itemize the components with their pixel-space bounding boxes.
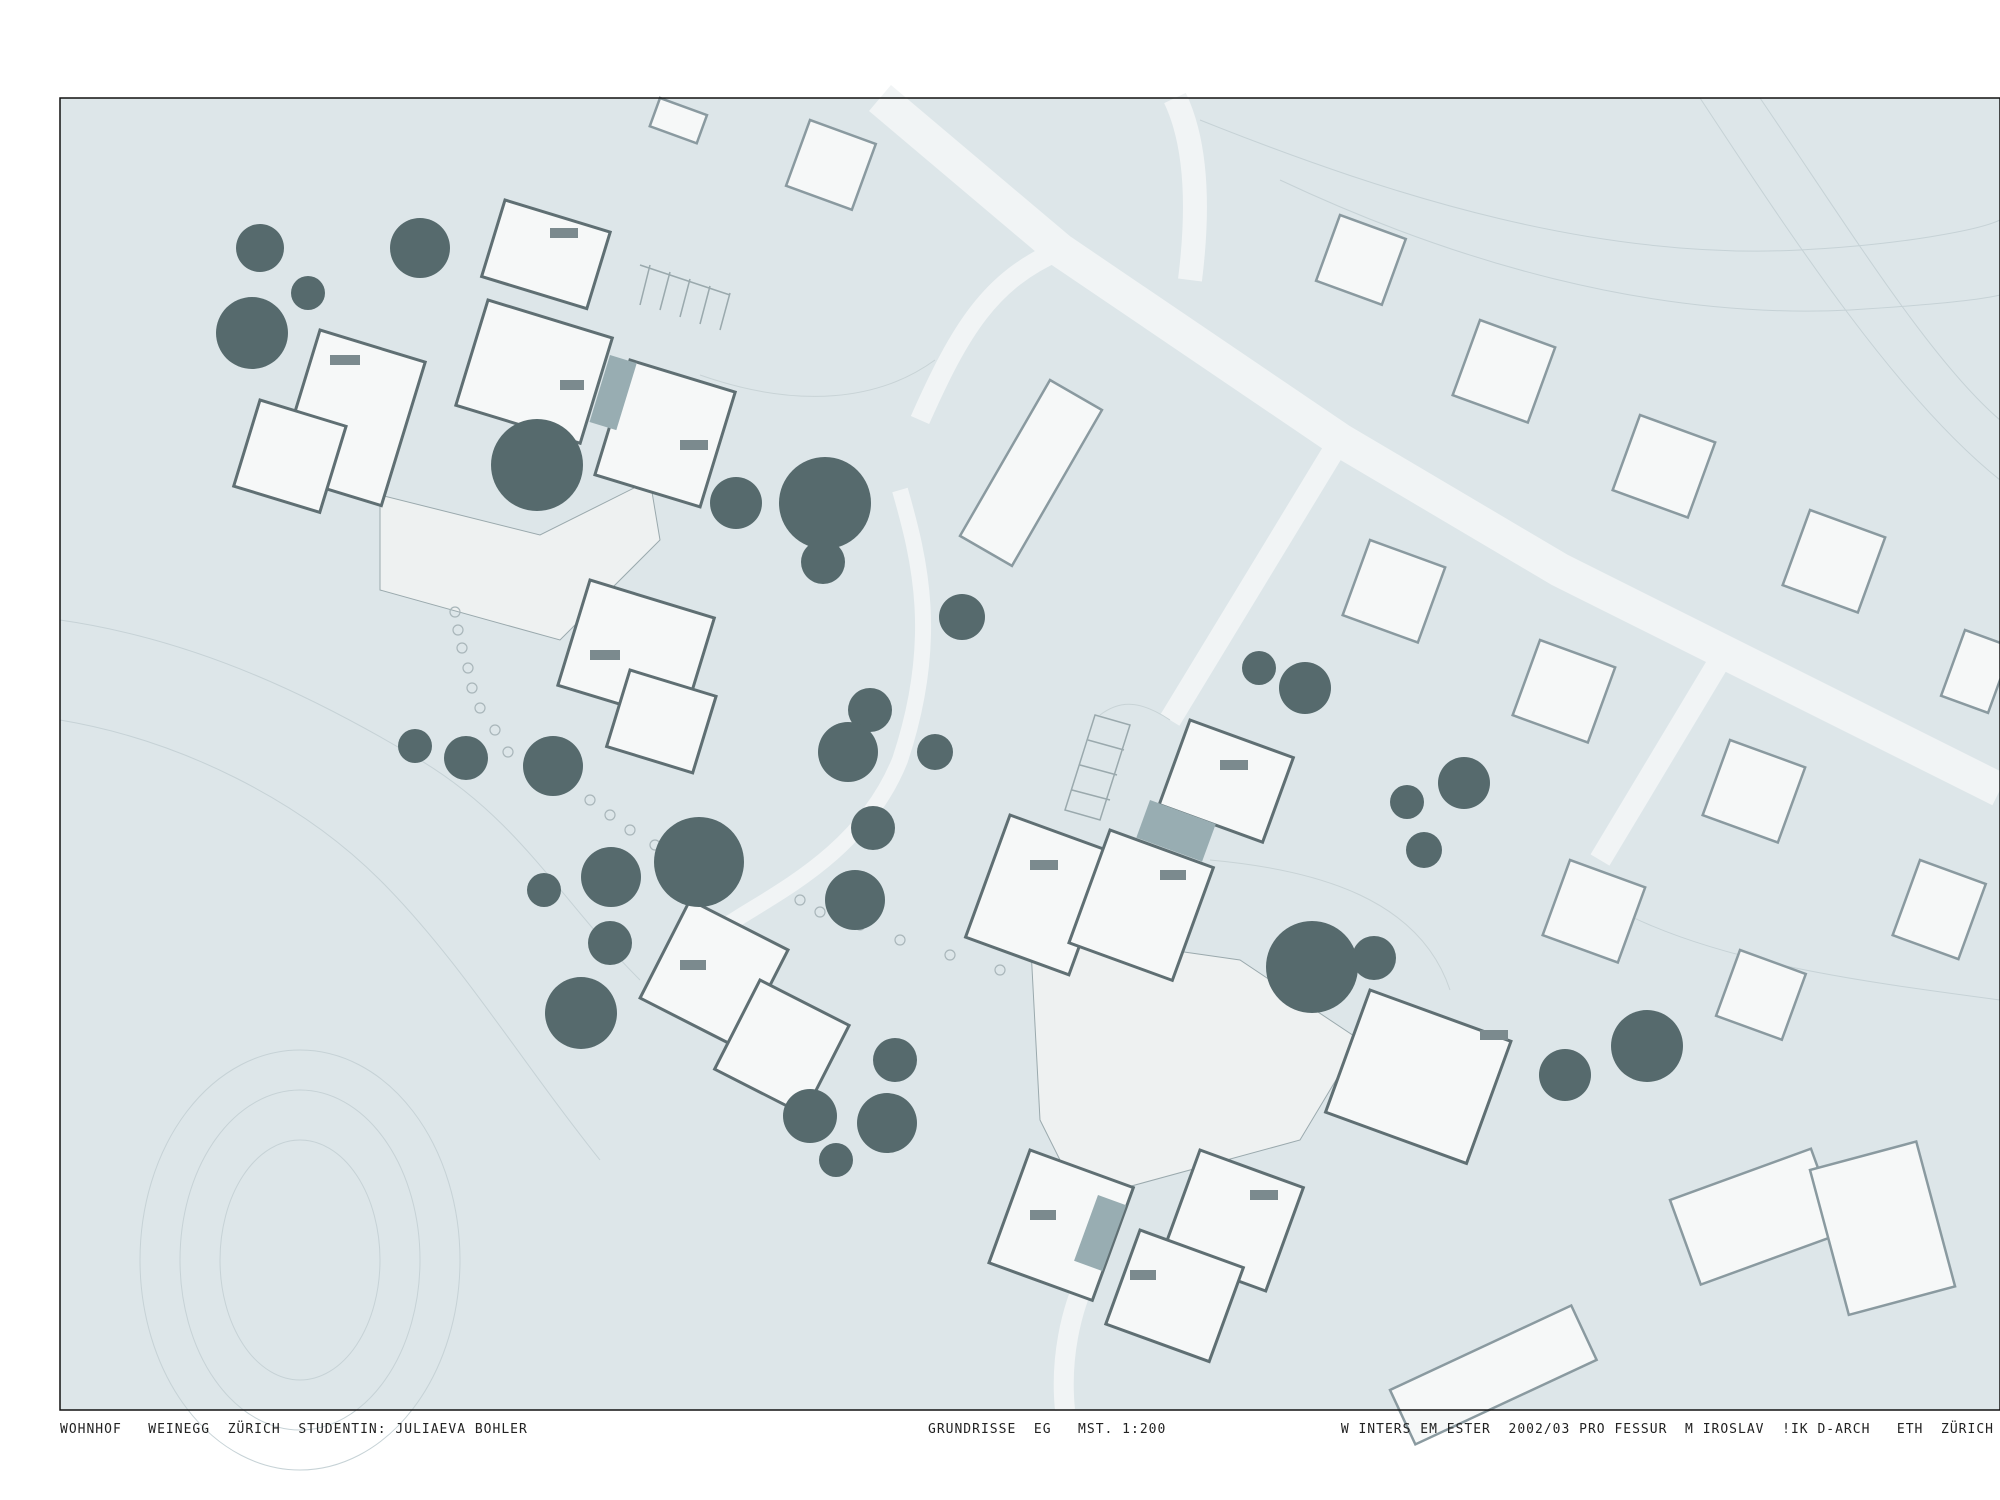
tree-icon <box>1279 662 1331 714</box>
tree-icon <box>444 736 488 780</box>
tree-icon <box>801 540 845 584</box>
building-cluster-east-passage <box>1074 800 1216 1272</box>
building-icon <box>1781 508 1887 615</box>
tree-icon <box>825 870 885 930</box>
footpath <box>715 487 932 937</box>
tree-icon <box>581 847 641 907</box>
tree-icon <box>873 1038 917 1082</box>
building-icon <box>1103 1228 1246 1364</box>
tree-icon <box>398 729 432 763</box>
tree-icon <box>1390 785 1424 819</box>
tree-icon <box>390 218 450 278</box>
tree-icon <box>779 457 871 549</box>
tree-icon <box>1352 936 1396 980</box>
tree-icon <box>857 1093 917 1153</box>
furniture-marks <box>330 228 1508 1280</box>
building-icon <box>648 96 709 145</box>
branch-road-north <box>1164 92 1207 282</box>
building-icon <box>1701 738 1807 845</box>
tree-icon <box>848 688 892 732</box>
tree-icon <box>1438 757 1490 809</box>
neighbor-houses <box>648 96 2000 1447</box>
tree-icon <box>1266 921 1358 1013</box>
tree-icon <box>1611 1010 1683 1082</box>
branch-road-1 <box>1160 434 1350 726</box>
building-icon <box>231 398 348 515</box>
building-icon <box>1067 828 1216 983</box>
tree-icon <box>1539 1049 1591 1101</box>
courtyard-east <box>1029 929 1361 1201</box>
curved-road <box>910 240 1064 425</box>
building-icon <box>784 118 878 212</box>
building-icon <box>1939 628 2000 715</box>
tree-icon <box>819 1143 853 1177</box>
tree-icon <box>917 734 953 770</box>
branch-road-2 <box>1590 654 1730 866</box>
tree-icon <box>818 722 878 782</box>
tree-icon <box>654 817 744 907</box>
tree-icon <box>1406 832 1442 868</box>
tree-icon <box>939 594 985 640</box>
tree-icon <box>523 736 583 796</box>
building-icon <box>1314 213 1408 307</box>
drawing-frame <box>59 97 2000 1411</box>
tree-icon <box>783 1089 837 1143</box>
tree-icon <box>1242 651 1276 685</box>
building-icon <box>712 977 852 1117</box>
tree-icon <box>545 977 617 1049</box>
building-icon <box>1323 988 1513 1166</box>
road-edges <box>699 359 1451 991</box>
building-icon <box>1511 638 1617 745</box>
caption-drawing-title: GRUNDRISSE EG MST. 1:200 <box>928 1422 1167 1437</box>
tree-icon <box>588 921 632 965</box>
building-icon <box>1714 948 1808 1042</box>
tree-icon <box>851 806 895 850</box>
stepping-stones <box>449 606 1006 976</box>
building-icon <box>1808 1139 1957 1317</box>
tree-icon <box>291 276 325 310</box>
tree-icon <box>216 297 288 369</box>
building-cluster-west <box>231 198 852 1117</box>
building-icon <box>1341 538 1447 645</box>
caption-project-info: WOHNHOF WEINEGG ZÜRICH STUDENTIN: JULIAE… <box>60 1422 528 1437</box>
building-icon <box>958 378 1104 568</box>
tree-icon <box>710 477 762 529</box>
tree-icon <box>491 419 583 511</box>
building-cluster-west-passage <box>589 355 637 431</box>
tree-icon <box>236 224 284 272</box>
building-icon <box>1451 318 1557 425</box>
caption-course-info: W INTERS EM ESTER 2002/03 PRO FESSUR M I… <box>1340 1422 1994 1437</box>
building-icon <box>1891 858 1988 961</box>
building-icon <box>604 668 718 775</box>
building-icon <box>479 198 613 311</box>
tree-icon <box>527 873 561 907</box>
trees <box>216 218 1683 1177</box>
parking-icon <box>639 264 1131 821</box>
building-icon <box>1541 858 1647 965</box>
building-icon <box>1611 413 1717 520</box>
